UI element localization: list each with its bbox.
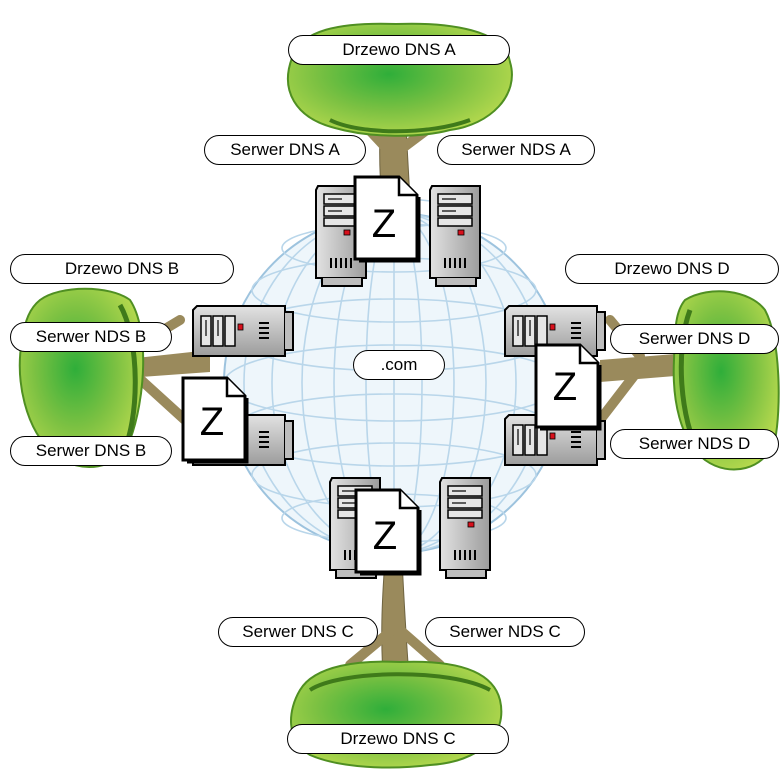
nds-server-b-label: Serwer NDS B [10,322,172,352]
zone-file-d-letter: Z [553,365,577,409]
zone-file-a-letter: Z [372,202,396,246]
tree-c-title: Drzewo DNS C [287,724,509,754]
dns-server-d-label: Serwer DNS D [610,324,779,354]
tree-a-title: Drzewo DNS A [288,35,510,65]
zone-file-b-letter: Z [200,400,224,444]
nds-server-c-icon [439,477,491,579]
zone-file-c-letter: Z [373,514,397,558]
nds-server-a-label: Serwer NDS A [437,135,595,165]
center-domain-label: .com [353,350,445,380]
dns-server-a-label: Serwer DNS A [204,135,366,165]
nds-server-a-icon [429,185,481,287]
dns-server-c-label: Serwer DNS C [218,617,378,647]
tree-b-title: Drzewo DNS B [10,254,234,284]
nds-server-b-icon [192,305,294,357]
dns-server-b-label: Serwer DNS B [10,436,172,466]
nds-server-c-label: Serwer NDS C [425,617,585,647]
tree-d-title: Drzewo DNS D [565,254,779,284]
nds-server-d-label: Serwer NDS D [610,429,779,459]
